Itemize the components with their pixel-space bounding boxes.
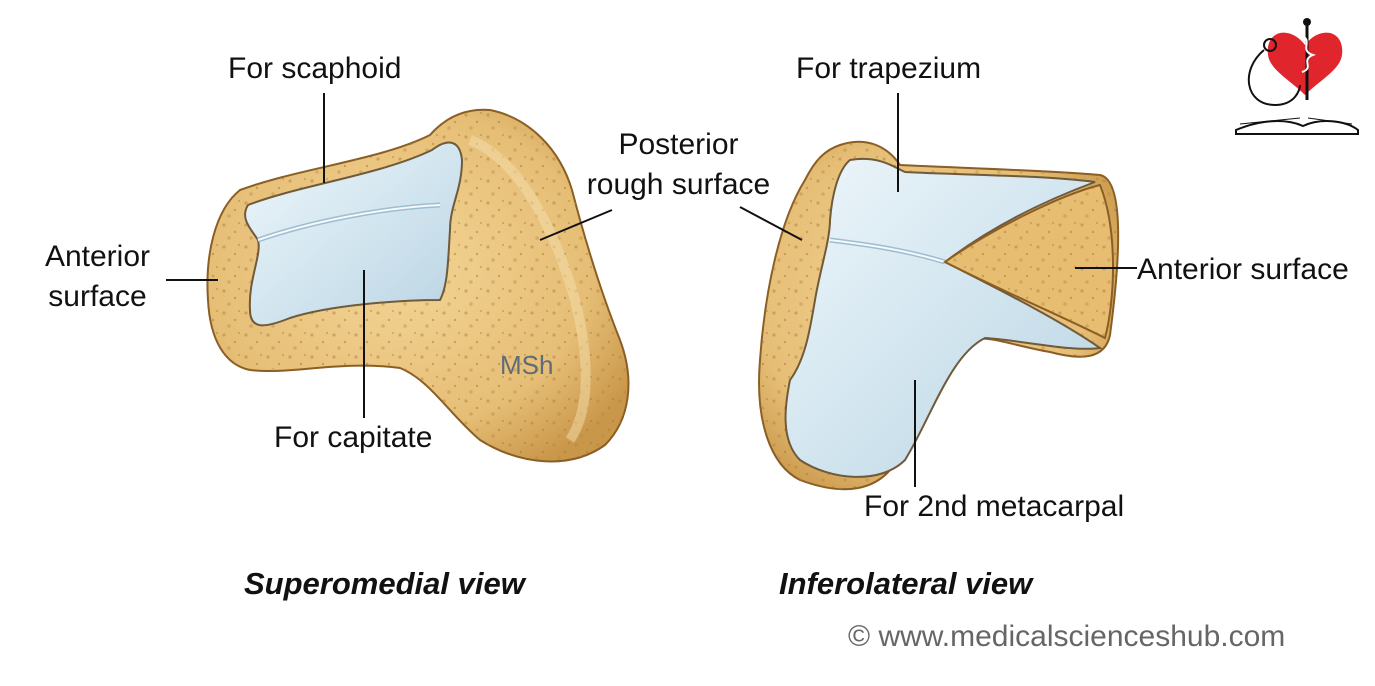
label-posterior-line1: Posterior — [618, 128, 739, 161]
label-msh: MSh — [500, 350, 554, 380]
superomedial-articular-facets — [244, 141, 464, 327]
caption-superomedial-view: Superomedial view — [244, 566, 525, 601]
label-for-2nd-metacarpal: For 2nd metacarpal — [864, 490, 1125, 523]
label-posterior-rough-surface: Posterior rough surface — [576, 125, 781, 205]
label-anterior-line2: surface — [48, 280, 147, 313]
leader-lines — [166, 93, 1137, 487]
superomedial-bone — [206, 108, 630, 463]
leader-posterior-rough-surface — [539, 209, 613, 241]
medical-sciences-hub-logo — [1235, 18, 1359, 135]
label-posterior-line2: rough surface — [586, 168, 771, 201]
leader-posterior-rough-surface-right — [739, 206, 803, 241]
label-for-capitate: For capitate — [274, 421, 433, 454]
inferolateral-articular-facets — [784, 157, 1103, 478]
copyright-credit: © www.medicalscienceshub.com — [848, 620, 1286, 653]
label-anterior-line1: Anterior — [44, 240, 151, 273]
label-for-trapezium: For trapezium — [796, 52, 982, 85]
label-for-scaphoid: For scaphoid — [228, 52, 402, 85]
inferolateral-bone — [758, 140, 1120, 491]
caption-inferolateral-view: Inferolateral view — [779, 566, 1033, 601]
label-anterior-surface-right: Anterior surface — [1137, 253, 1349, 286]
label-anterior-surface-left: Anterior surface — [30, 237, 165, 317]
